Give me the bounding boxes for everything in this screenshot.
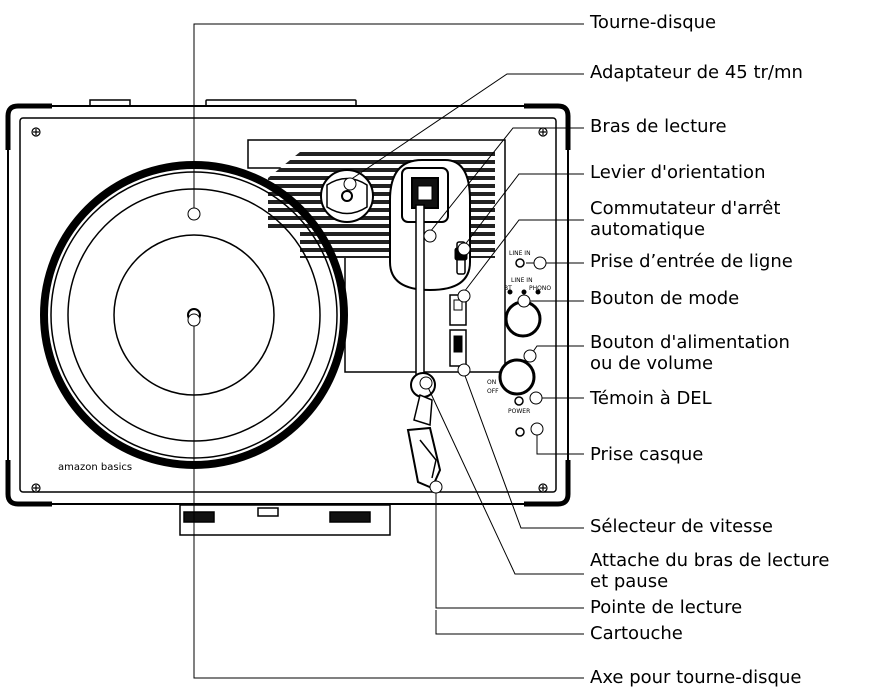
panel-labels: amazon basics LINE IN LINE IN BT PHONO O…	[58, 250, 551, 473]
callout-auto-stop: Commutateur d'arrêt automatique	[590, 198, 781, 240]
callout-mode-button: Bouton de mode	[590, 288, 740, 309]
tonearm	[406, 204, 442, 490]
slide-switches	[449, 294, 467, 367]
screw-icon	[31, 127, 41, 137]
callout-tonearm: Bras de lecture	[590, 116, 727, 137]
callout-cue-lever: Levier d'orientation	[590, 162, 766, 183]
callout-spindle: Axe pour tourne-disque	[590, 667, 802, 688]
screw-icon	[31, 483, 41, 493]
callout-adapter-45: Adaptateur de 45 tr/mn	[590, 62, 803, 83]
headphone-jack-icon	[515, 427, 525, 437]
svg-text:POWER: POWER	[508, 408, 530, 415]
svg-text:LINE IN: LINE IN	[511, 277, 533, 284]
base-feet	[179, 504, 391, 536]
adapter-45-icon	[320, 169, 374, 223]
callout-led: Témoin à DEL	[590, 388, 712, 409]
screw-icon	[538, 483, 548, 493]
volume-knob	[498, 358, 536, 396]
leader-lines	[193, 23, 584, 679]
callout-speed-selector: Sélecteur de vitesse	[590, 516, 773, 537]
callout-cartridge: Cartouche	[590, 623, 683, 644]
tonearm-base	[389, 159, 471, 292]
callout-markers	[187, 177, 547, 494]
callout-headphone-jack: Prise casque	[590, 444, 704, 465]
callout-line-in-jack: Prise d’entrée de ligne	[590, 251, 793, 272]
screw-icons	[31, 127, 548, 493]
callout-tonearm-clip: Attache du bras de lecture et pause	[590, 550, 830, 592]
callout-turntable: Tourne-disque	[590, 12, 717, 33]
brand-logo: amazon basics	[58, 462, 132, 473]
svg-text:LINE IN: LINE IN	[509, 250, 531, 257]
led-indicator	[514, 396, 524, 406]
svg-text:OFF: OFF	[487, 388, 499, 395]
svg-text:PHONO: PHONO	[529, 285, 551, 292]
callout-power-volume: Bouton d'alimentation ou de volume	[590, 332, 790, 374]
callout-stylus: Pointe de lecture	[590, 597, 743, 618]
svg-text:ON: ON	[487, 379, 496, 386]
svg-text:BT: BT	[504, 285, 512, 292]
control-panel	[498, 258, 542, 437]
line-in-jack-icon	[515, 258, 525, 268]
cartridge-icon	[406, 426, 442, 490]
screw-icon	[538, 127, 548, 137]
